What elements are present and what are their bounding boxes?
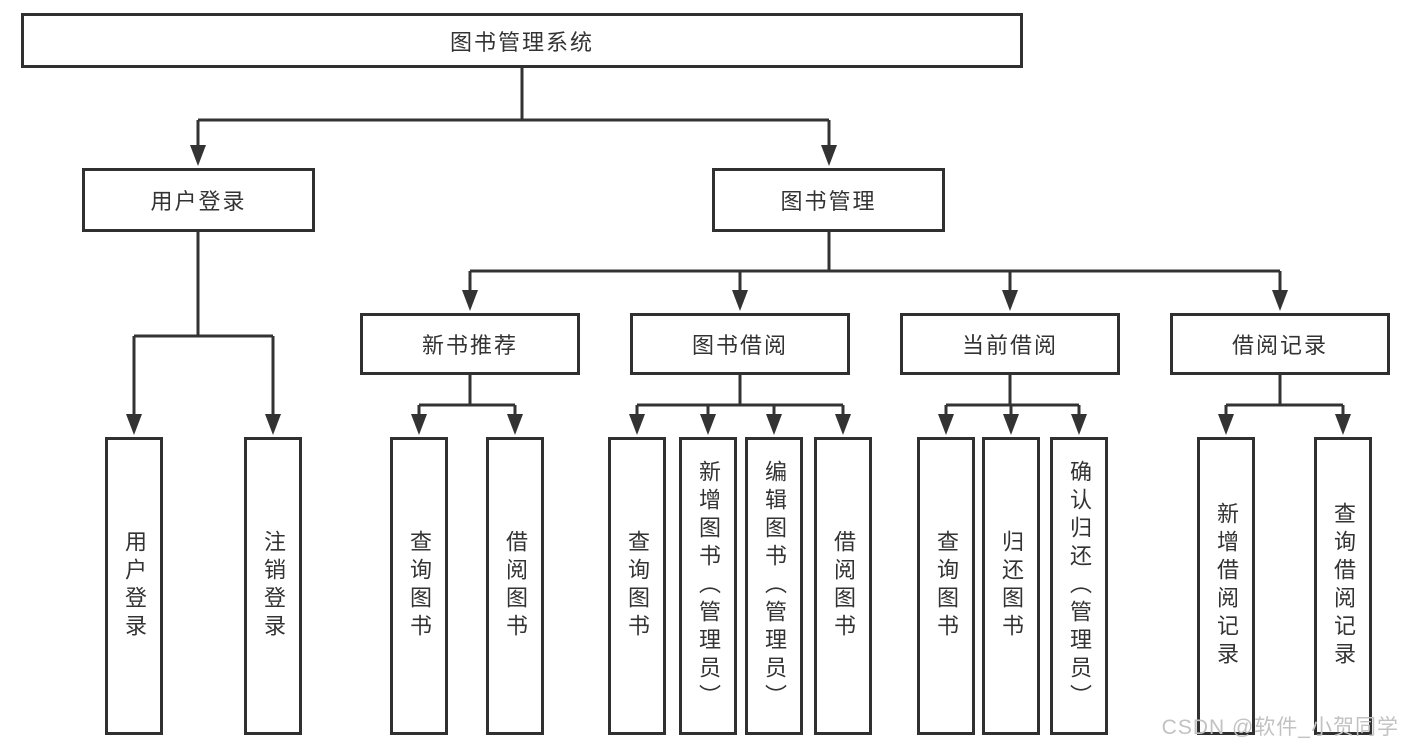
leaf-query-books: 查询图书	[608, 437, 666, 735]
node-label: 图书借阅	[691, 333, 788, 358]
node-label: 图书管理	[780, 189, 877, 214]
leaf-label: 注销登录	[261, 530, 286, 642]
leaf-query-borrow-record: 查询借阅记录	[1314, 437, 1372, 735]
node-book-management: 图书管理	[712, 168, 945, 232]
leaf-label: 查询图书	[407, 530, 432, 642]
leaf-label: 新增借阅记录	[1214, 502, 1239, 670]
csdn-watermark: CSDN @软件_小贺同学	[1161, 716, 1399, 739]
leaf-label: 编辑图书（管理员）	[762, 460, 787, 712]
leaf-label: 查询图书	[934, 530, 959, 642]
node-label: 当前借阅	[961, 333, 1058, 358]
leaf-user-login: 用户登录	[105, 437, 163, 735]
leaf-label: 借阅图书	[503, 530, 528, 642]
leaf-return-books: 归还图书	[982, 437, 1040, 735]
leaf-label: 查询图书	[625, 530, 650, 642]
node-user-login: 用户登录	[82, 168, 315, 232]
node-book-borrowing: 图书借阅	[630, 313, 850, 375]
leaf-label: 查询借阅记录	[1331, 502, 1356, 670]
node-label: 用户登录	[150, 189, 247, 214]
leaf-query-books: 查询图书	[390, 437, 448, 735]
node-label: 借阅记录	[1231, 333, 1328, 358]
node-borrowing-records: 借阅记录	[1170, 313, 1390, 375]
leaf-borrow-books: 借阅图书	[486, 437, 544, 735]
node-label: 新书推荐	[421, 333, 518, 358]
leaf-edit-books-admin: 编辑图书（管理员）	[745, 437, 803, 735]
leaf-borrow-books: 借阅图书	[814, 437, 872, 735]
node-library-management-system: 图书管理系统	[21, 13, 1023, 68]
arrowheads	[126, 145, 1351, 435]
leaf-label: 确认归还（管理员）	[1067, 460, 1092, 712]
leaf-add-borrow-record: 新增借阅记录	[1197, 437, 1255, 735]
leaf-logout: 注销登录	[244, 437, 302, 735]
leaf-label: 借阅图书	[831, 530, 856, 642]
node-label: 图书管理系统	[449, 29, 594, 55]
leaf-label: 归还图书	[999, 530, 1024, 642]
leaf-confirm-return-admin: 确认归还（管理员）	[1050, 437, 1108, 735]
leaf-label: 用户登录	[122, 530, 147, 642]
node-current-borrowing: 当前借阅	[900, 313, 1120, 375]
node-new-book-recommendation: 新书推荐	[360, 313, 580, 375]
leaf-query-books: 查询图书	[917, 437, 975, 735]
leaf-add-books-admin: 新增图书（管理员）	[679, 437, 737, 735]
leaf-label: 新增图书（管理员）	[696, 460, 721, 712]
